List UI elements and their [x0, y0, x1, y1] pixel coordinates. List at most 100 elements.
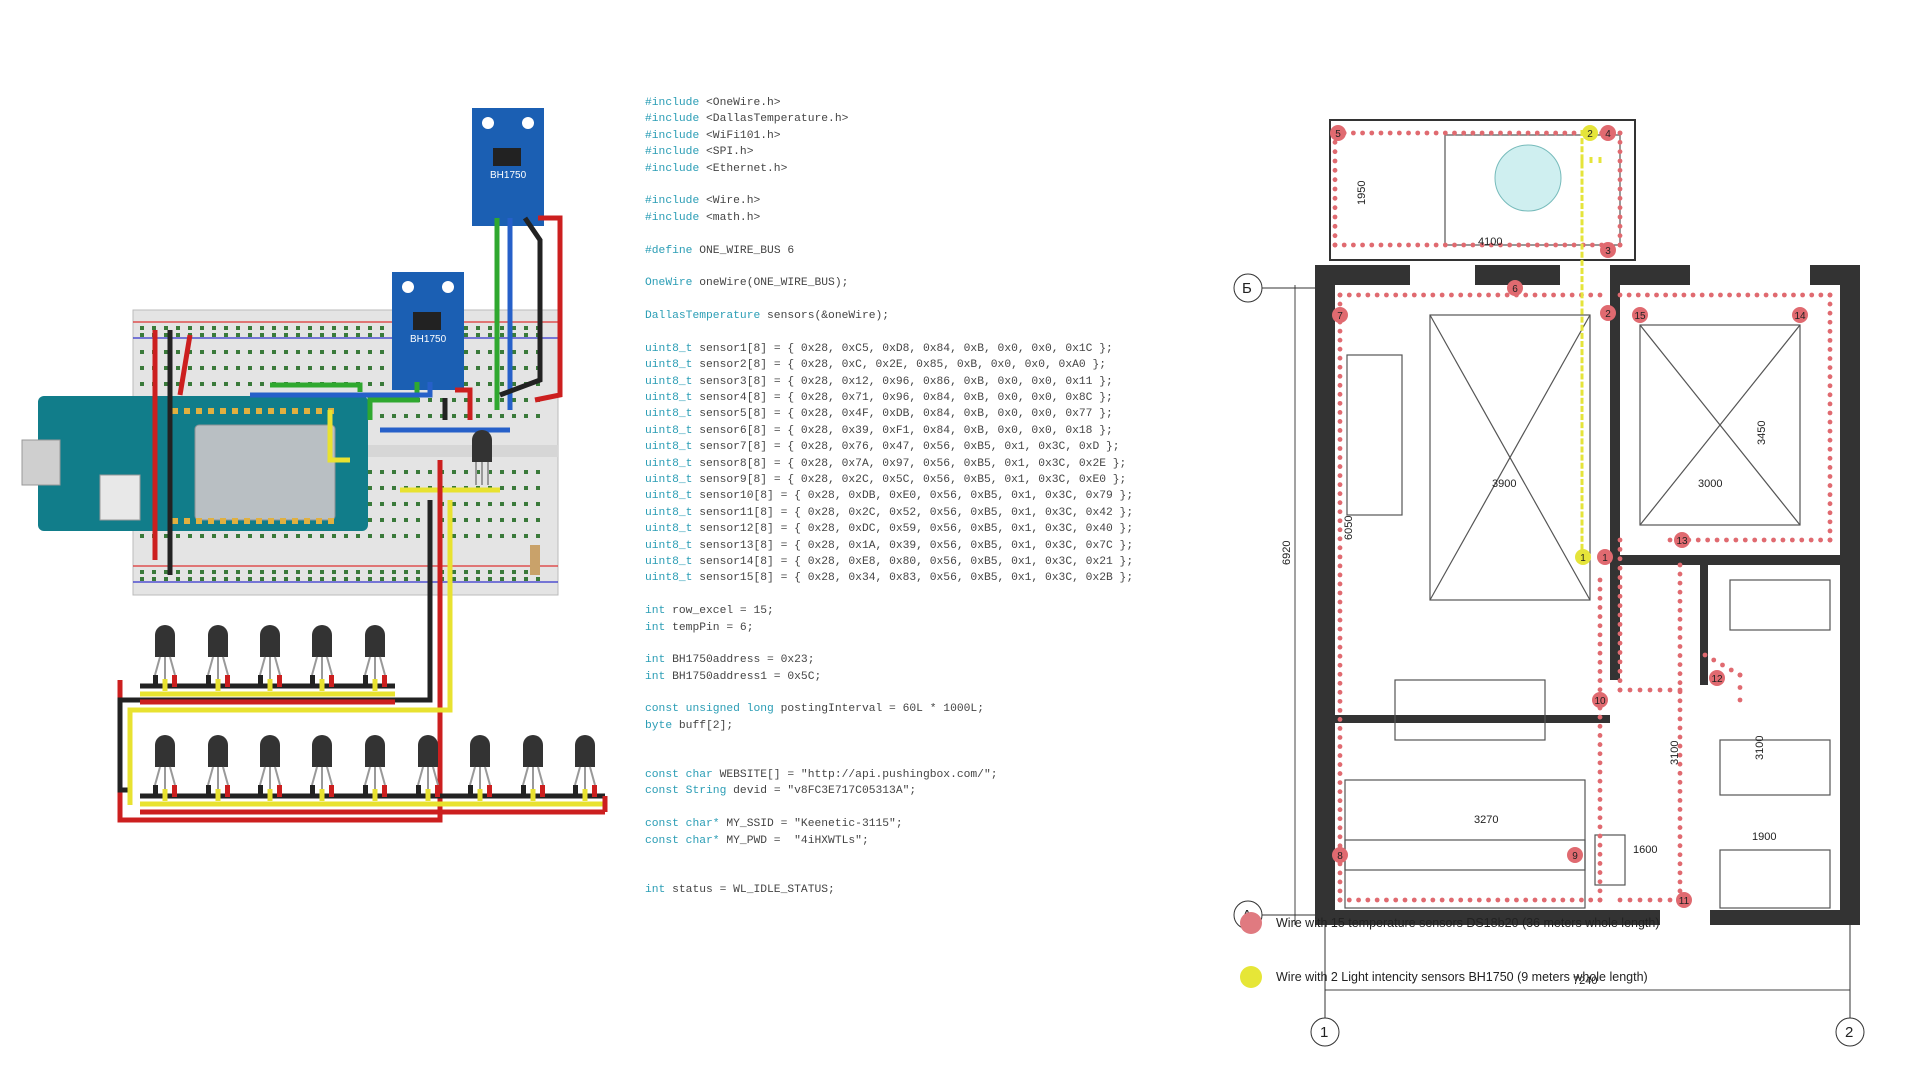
temperature-marker-label: 14: [1794, 311, 1806, 322]
code-text: sensor5[8] = { 0x28, 0x4F, 0xDB, 0x84, 0…: [692, 408, 1113, 421]
code-line: #include <Wire.h>: [645, 193, 1165, 209]
code-line: const char* MY_PWD = "4iHXWTLs";: [645, 833, 1165, 849]
code-line: uint8_t sensor13[8] = { 0x28, 0x1A, 0x39…: [645, 538, 1165, 554]
light-marker-label: 1: [1580, 553, 1586, 564]
code-text: row_excel = 15;: [665, 605, 774, 618]
code-keyword: uint8_t: [645, 359, 693, 372]
code-text: sensor3[8] = { 0x28, 0x12, 0x96, 0x86, 0…: [692, 375, 1113, 388]
temperature-marker-label: 7: [1337, 311, 1343, 322]
code-keyword: const char: [645, 769, 713, 782]
code-keyword: uint8_t: [645, 490, 693, 503]
code-keyword: uint8_t: [645, 539, 693, 552]
light-wire-path: [1580, 130, 1602, 558]
legend-light: Wire with 2 Light intencity sensors BH17…: [1240, 966, 1648, 988]
svg-text:3450: 3450: [1756, 421, 1768, 445]
code-keyword: const char*: [645, 834, 720, 847]
code-line: [645, 324, 1165, 340]
svg-text:3000: 3000: [1698, 478, 1722, 490]
temperature-marker-label: 12: [1711, 674, 1723, 685]
arduino-pins: [172, 408, 334, 524]
temperature-marker: [1600, 125, 1616, 141]
code-text: sensor8[8] = { 0x28, 0x7A, 0x97, 0x56, 0…: [692, 457, 1127, 470]
code-text: sensor10[8] = { 0x28, 0xDB, 0xE0, 0x56, …: [692, 490, 1134, 503]
code-text: <SPI.h>: [699, 146, 754, 159]
light-sensor-markers: 12: [1575, 125, 1598, 565]
svg-text:1950: 1950: [1356, 181, 1368, 205]
temperature-marker-label: 3: [1605, 246, 1611, 257]
temperature-marker: [1676, 892, 1692, 908]
code-keyword: uint8_t: [645, 473, 693, 486]
code-keyword: const unsigned long: [645, 703, 774, 716]
code-keyword: int: [645, 883, 666, 896]
temperature-marker-label: 11: [1679, 896, 1690, 907]
ds18b20-sensor: [468, 735, 492, 801]
code-line: [645, 636, 1165, 652]
code-keyword: #include: [645, 97, 700, 109]
light-marker-label: 2: [1587, 129, 1593, 140]
code-line: [645, 865, 1165, 881]
code-text: <OneWire.h>: [699, 97, 781, 109]
code-text: MY_PWD = "4iHXWTLs";: [719, 834, 869, 847]
ds18b20-sensor: [258, 735, 282, 801]
furniture: [1344, 314, 1831, 909]
code-text: oneWire(ONE_WIRE_BUS);: [692, 277, 849, 290]
code-keyword: int: [645, 670, 666, 683]
code-line: int BH1750address1 = 0x5C;: [645, 669, 1165, 685]
code-keyword: byte: [645, 719, 673, 732]
bh1750-module-top: BH1750: [472, 108, 544, 226]
code-line: [645, 177, 1165, 193]
code-line: uint8_t sensor9[8] = { 0x28, 0x2C, 0x5C,…: [645, 472, 1165, 488]
code-text: sensor14[8] = { 0x28, 0xE8, 0x80, 0x56, …: [692, 555, 1134, 568]
svg-text:1900: 1900: [1752, 831, 1776, 843]
code-line: [645, 734, 1165, 750]
temperature-marker: [1330, 125, 1346, 141]
code-text: <WiFi101.h>: [699, 129, 781, 142]
temperature-marker: [1709, 670, 1725, 686]
code-line: [645, 751, 1165, 767]
temperature-marker: [1507, 280, 1523, 296]
code-line: uint8_t sensor8[8] = { 0x28, 0x7A, 0x97,…: [645, 456, 1165, 472]
light-marker: [1582, 125, 1598, 141]
ds18b20-sensor: [363, 735, 387, 801]
temperature-marker-label: 4: [1605, 129, 1611, 140]
temperature-marker: [1792, 307, 1808, 323]
code-line: #include <SPI.h>: [645, 144, 1165, 160]
svg-text:7240: 7240: [1573, 975, 1597, 987]
code-line: uint8_t sensor12[8] = { 0x28, 0xDC, 0x59…: [645, 521, 1165, 537]
code-text: <Wire.h>: [699, 195, 761, 208]
code-line: uint8_t sensor11[8] = { 0x28, 0x2C, 0x52…: [645, 505, 1165, 521]
circuit-svg: BH1750 BH1750: [21, 108, 608, 823]
svg-text:6050: 6050: [1343, 516, 1355, 540]
code-line: #define ONE_WIRE_BUS 6: [645, 243, 1165, 259]
ds18b20-sensors: [153, 625, 597, 801]
code-text: ONE_WIRE_BUS 6: [692, 244, 795, 257]
circuit-diagram: BH1750 BH1750: [0, 0, 620, 1080]
ds18b20-sensor: [363, 625, 387, 691]
code-text: status = WL_IDLE_STATUS;: [665, 883, 835, 896]
code-text: sensors(&oneWire);: [760, 310, 890, 323]
ds18b20-sensor: [310, 625, 334, 691]
breadboard-holes: [140, 326, 540, 581]
code-keyword: #include: [645, 113, 700, 126]
light-marker: [1575, 549, 1591, 565]
svg-text:3100: 3100: [1669, 741, 1681, 765]
bh1750-label-bottom: BH1750: [410, 334, 447, 345]
temperature-marker-label: 10: [1594, 696, 1606, 707]
code-keyword: uint8_t: [645, 408, 693, 421]
code-keyword: uint8_t: [645, 457, 693, 470]
ds18b20-sensor: [206, 735, 230, 801]
ds18b20-sensor: [573, 735, 597, 801]
outer-walls: [1315, 265, 1860, 925]
bh1750-module-bottom: BH1750: [392, 272, 464, 390]
ds18b20-sensor: [258, 625, 282, 691]
temperature-marker: [1597, 549, 1613, 565]
code-text: postingInterval = 60L * 1000L;: [773, 703, 984, 716]
code-keyword: #include: [645, 146, 700, 159]
code-keyword: uint8_t: [645, 392, 693, 405]
code-listing: #include <OneWire.h>#include <DallasTemp…: [645, 95, 1165, 898]
dimension-labels: 4100 1950 3900 6050 6920 3270 3450 3000 …: [1281, 181, 1776, 987]
code-line: DallasTemperature sensors(&oneWire);: [645, 308, 1165, 324]
code-line: int tempPin = 6;: [645, 620, 1165, 636]
ds18b20-sensor: [416, 735, 440, 801]
code-line: const char WEBSITE[] = "http://api.pushi…: [645, 767, 1165, 783]
